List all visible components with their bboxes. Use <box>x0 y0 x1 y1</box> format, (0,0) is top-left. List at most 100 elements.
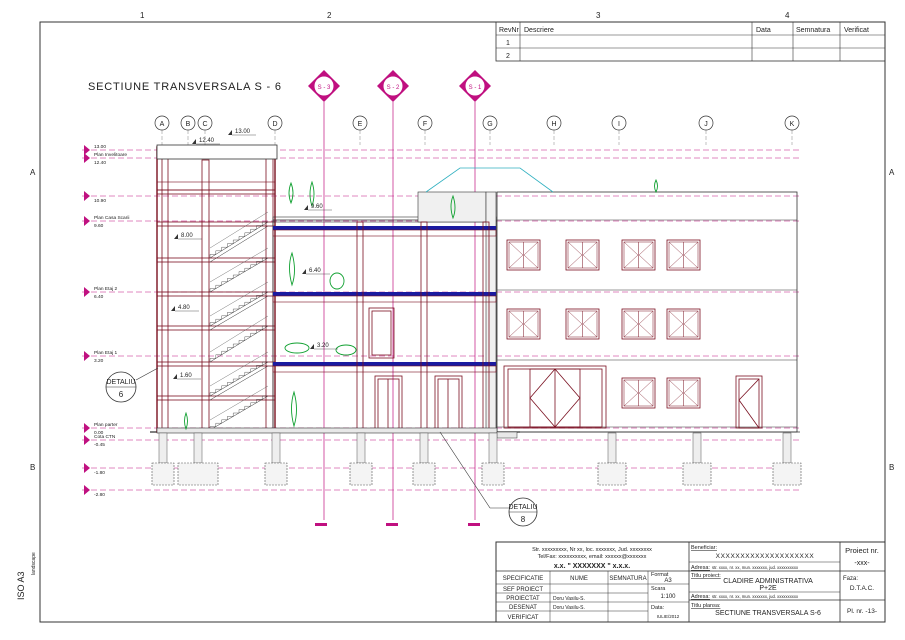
tb-adresa2-value: str. xxxx, nr. xx, mun. xxxxxxx, jud. xx… <box>712 594 799 599</box>
tb-scara-label: Scara <box>651 586 666 592</box>
drawing-title: SECTIUNE TRANSVERSALA S - 6 <box>88 81 282 93</box>
iso-label: ISO A3 <box>16 571 26 600</box>
grid-axis-label: C <box>202 121 207 128</box>
tb-company: x.x. " XXXXXXX " x.x.x. <box>554 563 630 570</box>
grid-axis-label: A <box>160 121 165 128</box>
level-line: -2.80 <box>82 485 800 498</box>
grid-axis-label: G <box>487 121 492 128</box>
level-value: 0.00 <box>94 430 104 436</box>
facade-window <box>621 377 656 409</box>
level-line: Cota CTN -0.45 <box>82 434 800 448</box>
tb-adresa-label: Adresa: <box>691 565 710 571</box>
grid-axis-h: H <box>546 115 562 145</box>
level-value: 12.40 <box>94 160 106 166</box>
facade-window <box>621 308 656 340</box>
tb-data-label: Data: <box>651 605 665 611</box>
foundation-footing <box>177 432 219 486</box>
grid-axis-j: J <box>698 115 714 145</box>
foundations <box>151 432 802 486</box>
border-number-4: 4 <box>785 11 790 20</box>
elevation-tag-value: 4.80 <box>178 305 190 311</box>
foundation-footing <box>597 432 627 486</box>
tb-beneficiar-value: XXXXXXXXXXXXXXXXXXXX <box>716 553 815 560</box>
tb-name-2: Doru Vasilu-S. <box>553 605 585 611</box>
detail-callout-8[interactable]: DETALIU 8 <box>439 431 538 527</box>
tb-proiect-nr-value: -xxx- <box>854 560 870 567</box>
grid-axis-c: C <box>197 115 213 145</box>
border-number-2: 2 <box>327 11 332 20</box>
level-name: Plan Etaj 2 <box>94 286 118 292</box>
level-value: 6.40 <box>94 294 104 300</box>
border-zone-labels: 1 2 3 4 A B A B <box>30 11 895 472</box>
tb-role-2: DESENAT <box>509 605 537 611</box>
elevation-tags: 13.00 12.40 9.60 8.00 6.40 4.80 3.20 1.60 <box>171 129 338 380</box>
foundation-footing <box>412 432 436 486</box>
facade-window <box>565 308 600 340</box>
level-value: 3.20 <box>94 358 104 364</box>
tb-adresa2-label: Adresa: <box>691 594 710 600</box>
elevation-tag: 12.40 <box>192 138 220 145</box>
sheet-frame <box>39 21 886 623</box>
building-section <box>150 144 802 486</box>
border-letter-b-right: B <box>889 463 894 472</box>
tb-titlu-plansa-value: SECTIUNE TRANSVERSALA S-6 <box>715 610 821 617</box>
grid-axis-e: E <box>352 115 368 145</box>
foundation-footing <box>682 432 712 486</box>
grid-axis-label: J <box>704 121 708 128</box>
tb-titlu-proiect-value1: CLADIRE ADMINISTRATIVA <box>723 578 813 585</box>
tb-col-specificatie: SPECIFICATIE <box>503 576 544 582</box>
foundation-footing <box>772 432 802 486</box>
elevation-tag: 3.20 <box>310 343 338 350</box>
facade-window <box>565 239 600 271</box>
elevation-tag-value: 1.60 <box>180 373 192 379</box>
facade-window <box>506 308 541 340</box>
border-number-1: 1 <box>140 11 145 20</box>
facade-window <box>666 377 701 409</box>
tb-scara-value: 1:100 <box>660 594 676 600</box>
elevation-tag-value: 9.60 <box>311 204 323 210</box>
section-marker-s2[interactable]: S - 2 <box>377 70 409 102</box>
grid-axis-i: I <box>611 115 627 145</box>
grid-axis-label: F <box>423 121 427 128</box>
section-marker-s1[interactable]: S - 1 <box>459 70 491 102</box>
tb-proiect-nr-label: Proiect nr. <box>845 546 879 555</box>
level-value: 10.90 <box>94 198 106 204</box>
border-letter-a-right: A <box>889 168 895 177</box>
rev-header-verificat: Verificat <box>844 27 869 34</box>
grid-axis-d: D <box>267 115 283 145</box>
level-value: -2.80 <box>94 492 105 498</box>
main-entrance <box>503 365 763 429</box>
tb-pl-nr: Pl. nr. -13- <box>847 608 877 615</box>
tb-address-line2: Tel/Fax: xxxxxxxxxx, email: xxxxxx@xxxxx… <box>538 554 647 560</box>
level-value: -0.45 <box>94 442 105 448</box>
section-marker-s3[interactable]: S - 3 <box>308 70 340 102</box>
border-number-3: 3 <box>596 11 601 20</box>
tb-name-1: Doru Vasilu-S. <box>553 596 585 602</box>
elevation-tag: 8.00 <box>174 233 202 240</box>
elevation-tag: 6.40 <box>302 268 330 275</box>
detail-6-label: DETALIU <box>106 379 135 386</box>
rev-row-2: 2 <box>506 53 510 60</box>
elevation-tag-value: 13.00 <box>235 129 251 135</box>
detail-callout-6[interactable]: DETALIU 6 <box>105 367 159 403</box>
grid-axis-f: F <box>417 115 433 145</box>
tb-beneficiar-label: Beneficiar: <box>691 545 717 551</box>
level-name: Plan Etaj 1 <box>94 350 118 356</box>
tb-address-line1: Str. xxxxxxxxx, Nr xx, loc. xxxxxxx, Jud… <box>532 547 652 553</box>
tb-faza-label: Faza: <box>843 576 858 582</box>
grid-axis-k: K <box>784 115 800 145</box>
foundation-footing <box>349 432 373 486</box>
tb-role-1: PROIECTAT <box>506 596 540 602</box>
tb-col-semnatura: SEMNATURA <box>609 576 646 582</box>
tb-faza-value: D.T.A.C. <box>850 585 874 592</box>
section-markers: S - 3 S - 2 S - 1 <box>308 70 491 526</box>
detail-6-number: 6 <box>119 390 124 399</box>
level-name: Plan parter <box>94 422 118 428</box>
border-letter-b: B <box>30 463 35 472</box>
level-value: -1.80 <box>94 470 105 476</box>
level-name: Cota CTN <box>94 434 116 440</box>
elevation-tag: 4.80 <box>171 305 199 312</box>
tb-role-0: SEF PROIECT <box>503 587 543 593</box>
vegetation-figures <box>184 178 658 431</box>
rev-header-data: Data <box>756 27 771 34</box>
